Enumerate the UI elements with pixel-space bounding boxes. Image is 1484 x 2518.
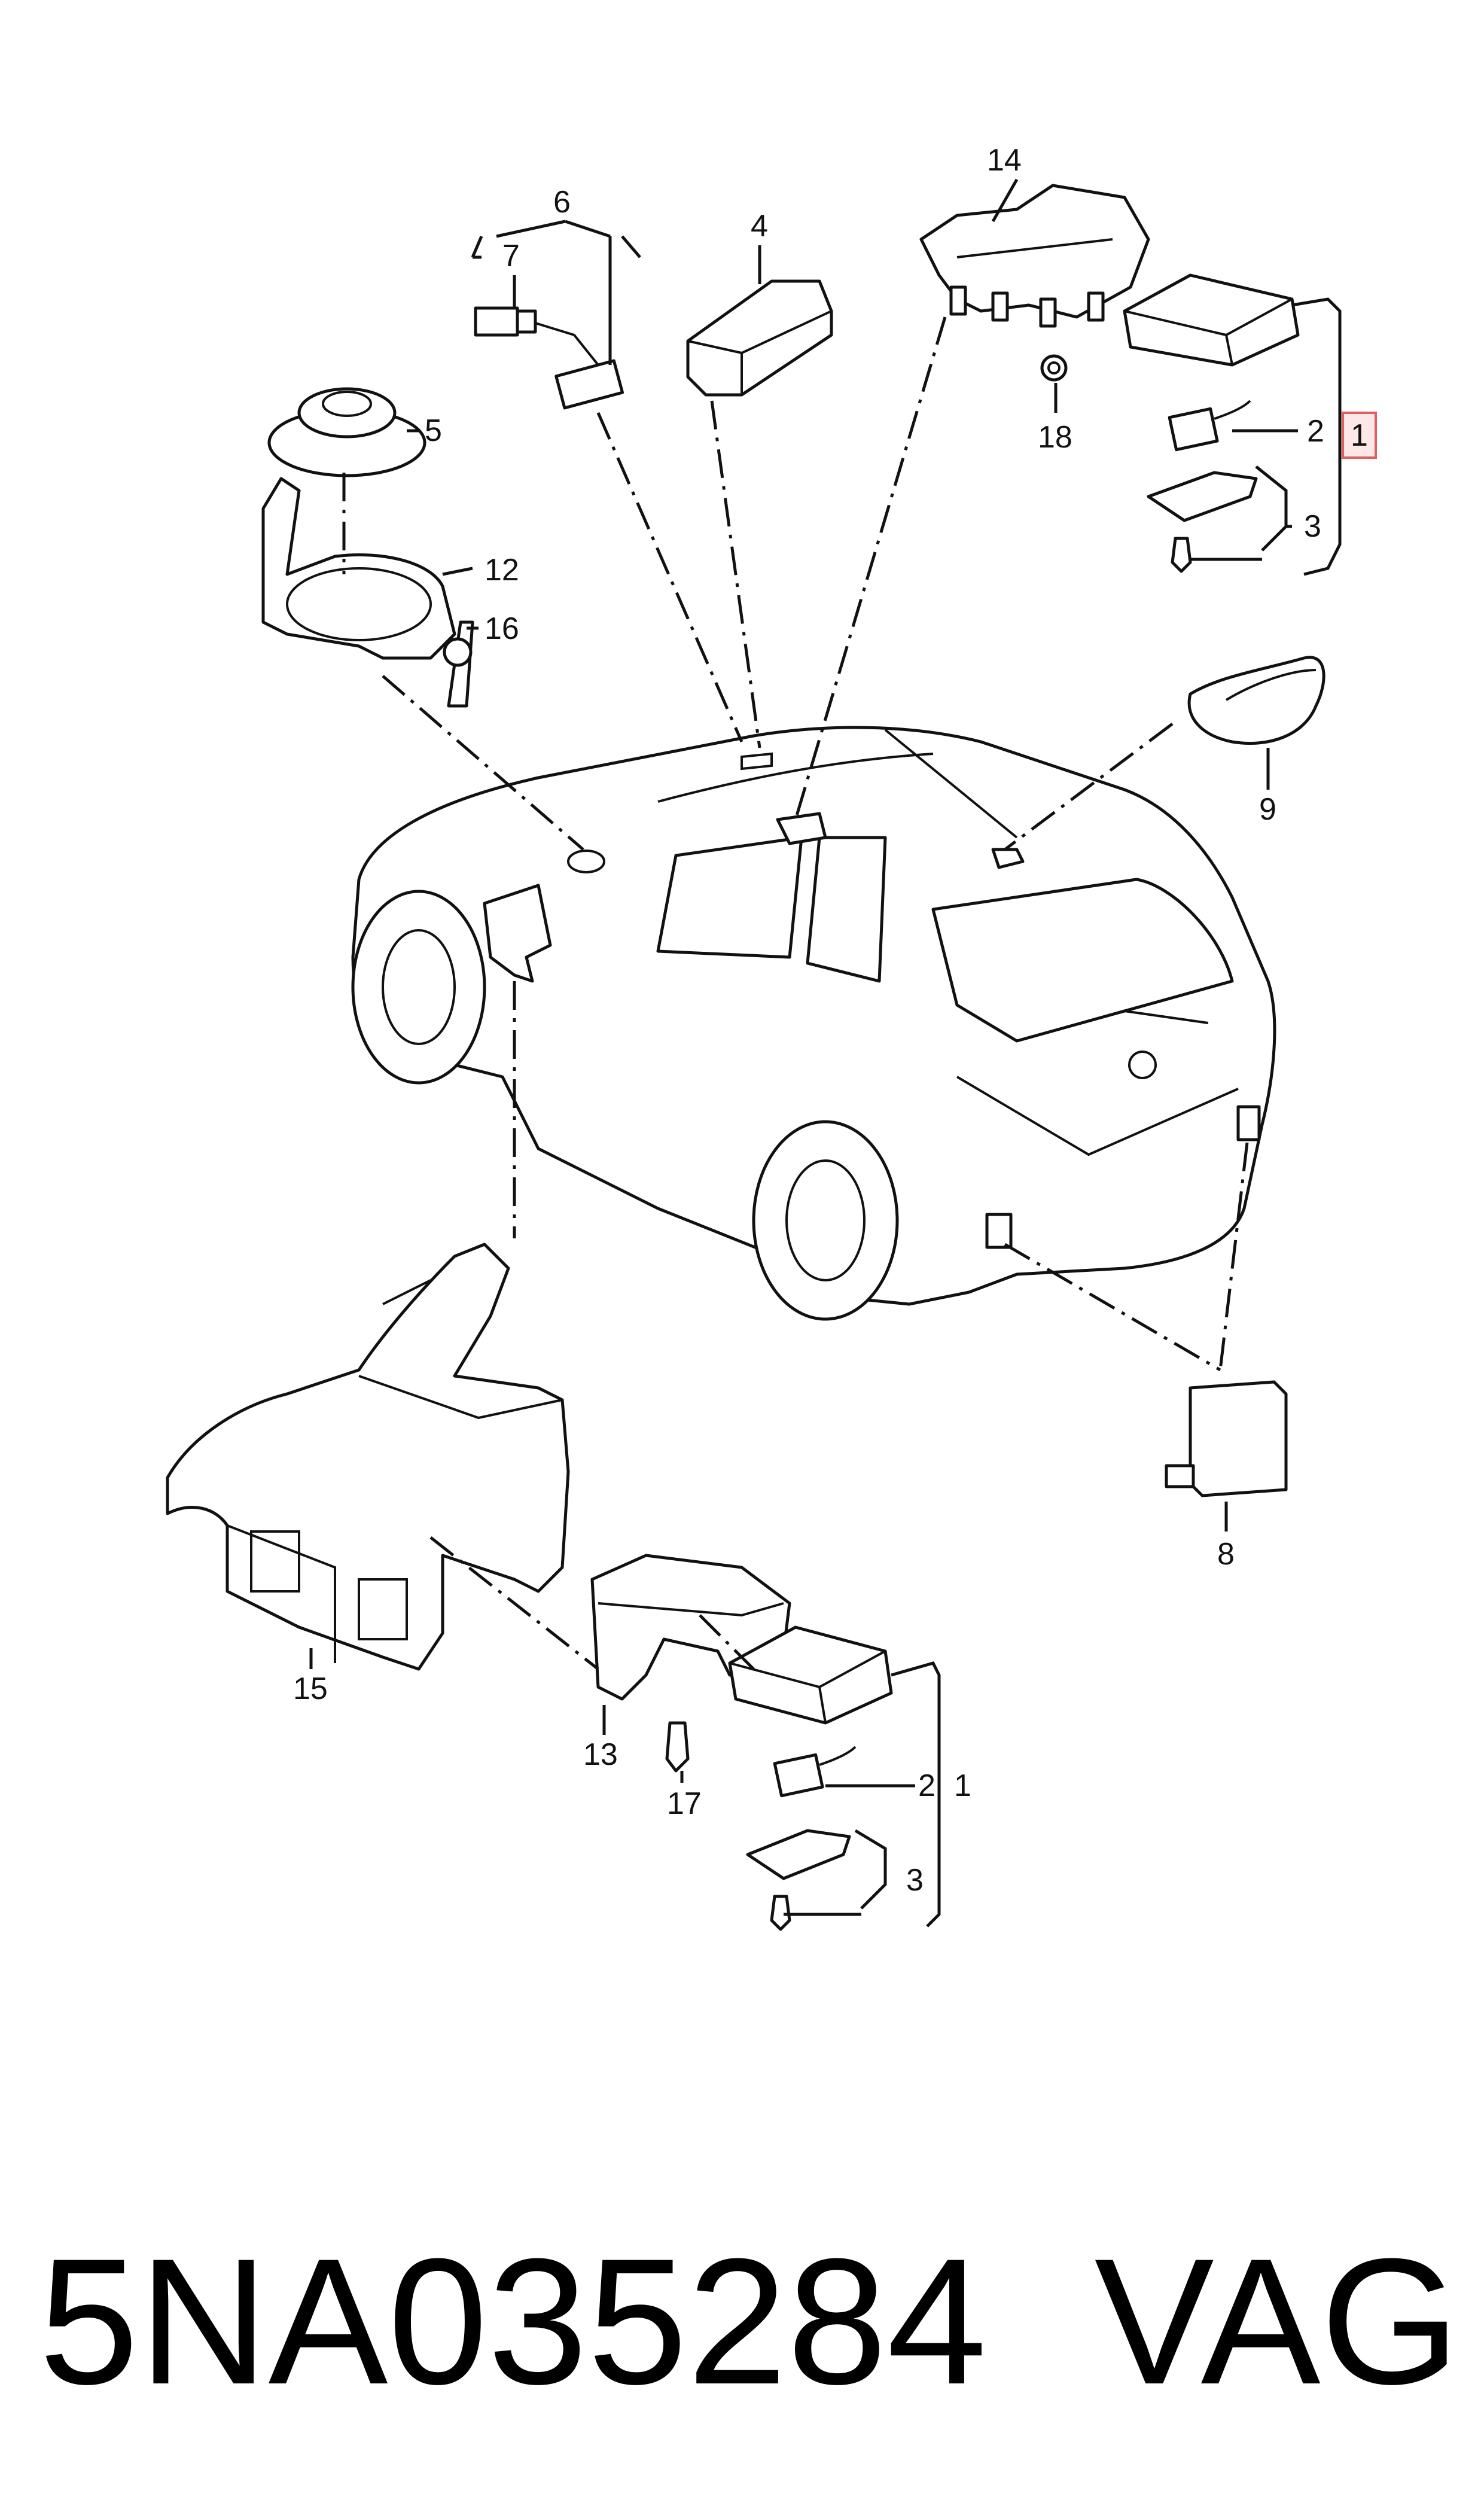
footer-caption: 5NA035284 VAG [0,2190,1484,2441]
airbag-module-bottom [728,1625,893,1931]
callout-18: 18 [1038,420,1072,455]
callout-2-top: 2 [1307,414,1324,449]
callout-5: 5 [425,413,442,448]
callout-8: 8 [1217,1537,1235,1572]
dash-dot-leaders [342,316,1249,1670]
callout-14: 14 [987,143,1022,178]
parts-diagram: 14 4 6 7 5 12 16 18 2 1 3 9 8 15 13 17 2… [166,143,1377,1931]
callout-17: 17 [667,1786,702,1821]
callout-12: 12 [484,553,519,587]
brand-label: VAG [1094,2221,1460,2422]
callout-6: 6 [553,185,571,220]
highlight-box [1342,412,1377,459]
control-unit-4 [686,279,833,397]
airbag-module-top [1123,273,1300,573]
callout-9: 9 [1259,792,1276,827]
callout-1-bottom: 1 [954,1768,971,1803]
connector-part-group [474,306,624,410]
roof-antenna-9 [1187,656,1325,745]
callout-leaders [309,178,1342,1928]
part-number: 5NA035284 [39,2221,987,2422]
callout-15: 15 [293,1671,328,1706]
callout-3-top: 3 [1304,509,1321,544]
callout-13: 13 [583,1737,618,1772]
speaker-part-group [261,387,474,708]
sensor-8 [1165,1380,1288,1497]
callout-7: 7 [502,239,520,273]
callout-3-bottom: 3 [906,1863,924,1898]
callout-labels: 14 4 6 7 5 12 16 18 2 1 3 9 8 15 13 17 2… [293,143,1368,1898]
callout-16: 16 [484,611,519,646]
bracket-15 [166,1243,570,1671]
vehicle-outline [351,726,1276,1321]
callout-2-bottom: 2 [918,1768,936,1803]
callout-1-top: 1 [1351,418,1368,453]
bracket-14 [919,184,1150,382]
callout-4: 4 [751,209,768,243]
